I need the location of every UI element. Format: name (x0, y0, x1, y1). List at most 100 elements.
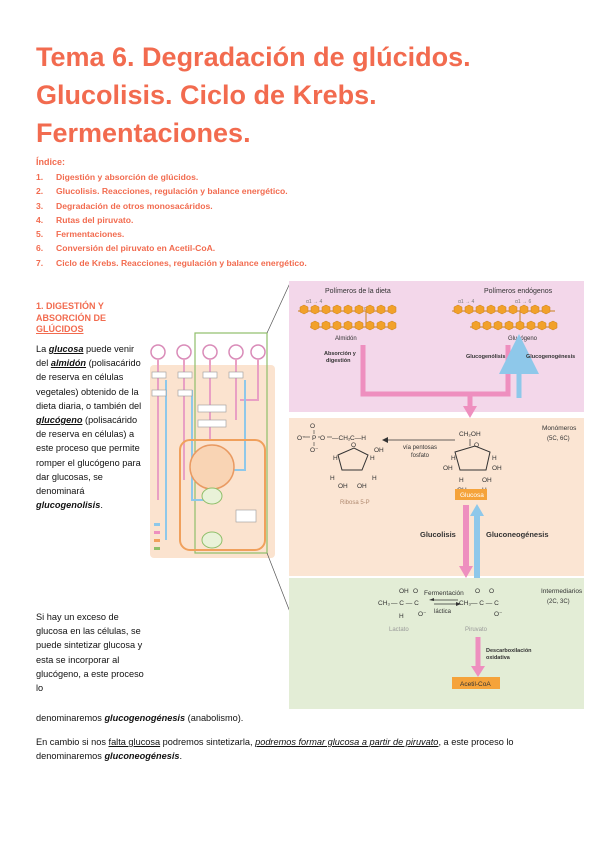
map-node (201, 487, 223, 505)
svg-text:OH: OH (443, 465, 453, 472)
index-heading: Índice: (36, 157, 66, 167)
metabolic-map-figure (150, 282, 291, 613)
section-heading: 1. DIGESTIÓN Y ABSORCIÓN DE GLÚCIDOS (36, 301, 107, 334)
index-item[interactable]: 6.Conversión del piruvato en Acetil-CoA. (36, 243, 216, 254)
label-fermentacion: Fermentación (424, 590, 464, 597)
arrow-head (470, 504, 484, 516)
svg-text:O: O (310, 423, 315, 430)
arrow-head (429, 598, 434, 601)
zoom-line-bottom (266, 552, 291, 613)
label-fosfato: fosfato (411, 453, 430, 459)
term-glucosa: glucosa (48, 344, 84, 354)
piruvato-structure: O O CH₃ — C — C O⁻ (459, 588, 503, 618)
label-absorcion: Absorción y (324, 351, 357, 357)
paragraph-glucosa-origen: La glucosa puede venir del almidón (poli… (36, 344, 142, 511)
ribosa-structure: O⁻ O P O O⁻ —CH₂ C—H O H H H H OH OH OH (297, 423, 384, 490)
svg-text:O⁻: O⁻ (418, 611, 427, 618)
map-node (228, 344, 244, 360)
label-ribosa: Ribosa 5-P (340, 500, 370, 506)
svg-text:OH: OH (492, 465, 502, 472)
map-mitochondria (179, 439, 266, 551)
svg-text:O⁻: O⁻ (494, 611, 503, 618)
bond-label: α1 → 6 (515, 299, 531, 305)
title-line-3: Fermentaciones. (36, 118, 251, 148)
index-item[interactable]: 5.Fermentaciones. (36, 229, 125, 240)
svg-text:H: H (492, 455, 497, 462)
map-step-boxes (151, 371, 244, 428)
term-gluconeogenesis: gluconeogénesis (104, 751, 180, 762)
arrow-merge (470, 389, 511, 397)
svg-text:H: H (372, 475, 377, 482)
arrow-head (382, 437, 388, 443)
svg-text:OH: OH (482, 477, 492, 484)
index-item[interactable]: 2.Glucolisis. Reacciones, regulación y b… (36, 186, 288, 197)
label-glucogenogenesis: Glucogenogénesis (526, 354, 575, 360)
term-glucogeno: glucógeno (36, 415, 83, 426)
label-glucosa: Glucosa (460, 492, 484, 499)
map-legend (154, 523, 160, 550)
map-step-boxes (235, 509, 257, 523)
index-item[interactable]: 1.Digestión y absorción de glúcidos. (36, 172, 199, 182)
map-node (176, 344, 192, 360)
term-glucogenogenesis: glucogenogénesis (104, 713, 186, 723)
badge-acetilcoa (452, 677, 500, 689)
svg-text:H: H (451, 455, 456, 462)
paragraph-exceso-glucosa: Si hay un exceso de glucosa en las célul… (36, 612, 144, 694)
svg-text:O: O (474, 442, 479, 449)
label-gluconeogenesis: Gluconeogénesis (486, 530, 549, 539)
arrow-head (459, 566, 473, 578)
svg-text:O: O (320, 435, 325, 442)
index-list: 1.Digestión y absorción de glúcidos. 2.G… (36, 170, 307, 270)
label-lactica: láctica (434, 609, 452, 615)
svg-text:O: O (351, 442, 356, 449)
label-dieta: Polímeros de la dieta (325, 288, 391, 295)
title-line-1: Tema 6. Degradación de glúcidos. (36, 42, 471, 72)
almidon-chain (298, 304, 397, 331)
map-node (202, 344, 218, 360)
svg-text:OH: OH (399, 588, 409, 595)
map-highlight-frame (194, 332, 268, 554)
svg-text:—CH₂: —CH₂ (332, 435, 351, 442)
index-item[interactable]: 7.Ciclo de Krebs. Reacciones, regulación… (36, 257, 307, 268)
bond-label: α1 → 4 (458, 299, 474, 305)
label-lactato: Lactato (389, 627, 409, 633)
title-line-2: Glucolisis. Ciclo de Krebs. (36, 80, 377, 110)
term-glucogenolisis: glucogenolisis (36, 500, 101, 511)
svg-text:CH₂OH: CH₂OH (459, 431, 481, 438)
label-via-pentosas: vía pentosas (403, 445, 437, 451)
map-node (201, 531, 223, 549)
label-monomeros: Monómeros (542, 425, 577, 432)
arrow-head (463, 406, 477, 418)
lactato-structure: OH O CH₃ — C — C H O⁻ (378, 588, 427, 620)
label-almidon: Almidón (335, 336, 357, 342)
svg-text:— C — C: — C — C (391, 600, 419, 607)
paragraph-falta-glucosa: En cambio si nos falta glucosa podremos … (36, 737, 514, 762)
label-acetilcoa: Acetil-CoA (460, 681, 491, 688)
svg-text:H: H (459, 477, 464, 484)
svg-text:H: H (399, 613, 404, 620)
svg-text:CH₃: CH₃ (459, 600, 471, 607)
svg-text:O⁻: O⁻ (310, 447, 319, 454)
arrow-merge (360, 389, 473, 408)
map-source-boxes (150, 344, 266, 360)
svg-text:— C — C: — C — C (471, 600, 499, 607)
index-item[interactable]: 4.Rutas del piruvato. (36, 214, 134, 225)
map-node (250, 344, 266, 360)
svg-text:CH₃: CH₃ (378, 600, 390, 607)
index-item[interactable]: 3.Degradación de otros monosacáridos. (36, 200, 213, 211)
svg-text:O: O (413, 588, 418, 595)
label-intermediarios: Intermediarios (541, 588, 583, 595)
panel-monomeros (289, 418, 584, 576)
svg-text:H: H (330, 475, 335, 482)
svg-text:O: O (475, 588, 480, 595)
glucogeno-chain (452, 304, 558, 331)
paragraph-exceso-glucosa-end: denominaremos glucogenogénesis (anabolis… (36, 713, 244, 723)
arrow-head (471, 666, 485, 677)
term-almidon: almidón (50, 358, 87, 369)
label-glucogenolisis: Glucogenólisis (466, 354, 505, 360)
label-glucolisis: Glucolisis (420, 530, 456, 539)
label-endogenos: Polímeros endógenos (484, 288, 553, 295)
label-monomeros-sub: (5C, 6C) (547, 436, 570, 442)
label-intermediarios-sub: (2C, 3C) (547, 599, 570, 605)
